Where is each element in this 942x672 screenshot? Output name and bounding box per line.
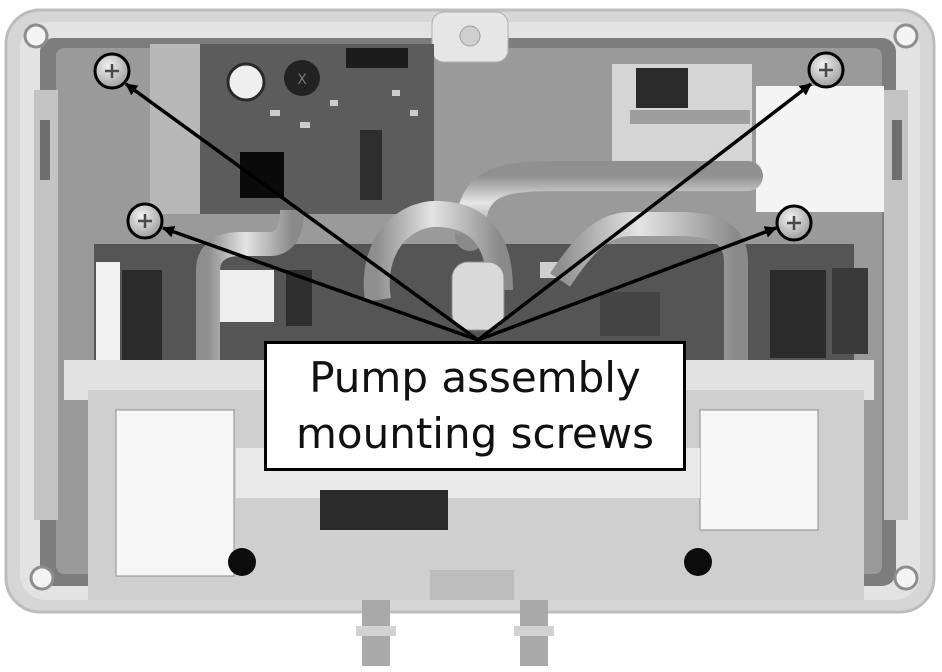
- callout-line-2: mounting screws: [295, 409, 654, 458]
- arrow-to-screw-mid-left: [162, 226, 479, 342]
- svg-text:X: X: [297, 72, 307, 88]
- callout-line-1: Pump assembly: [309, 353, 641, 402]
- screw-top-left: [93, 52, 131, 90]
- screw-top-right: [807, 51, 845, 89]
- arrow-to-screw-top-right: [476, 82, 813, 342]
- screw-mid-right: [775, 204, 813, 242]
- phillips-screw-icon: [819, 63, 833, 77]
- phillips-screw-icon: [787, 216, 801, 230]
- upper-circuit-board: X: [150, 44, 434, 214]
- phillips-screw-icon: [105, 64, 119, 78]
- callout-label-box: Pump assembly mounting screws: [264, 341, 686, 471]
- arrow-to-screw-top-left: [124, 82, 480, 342]
- phillips-screw-icon: [138, 214, 152, 228]
- screw-mid-left: [126, 202, 164, 240]
- arrow-to-screw-mid-right: [477, 226, 777, 342]
- callout-arrows: [124, 82, 813, 342]
